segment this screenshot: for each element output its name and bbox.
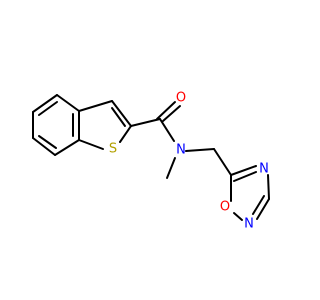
bond-benz-3	[32, 137, 56, 156]
bond-carbonyl-o-double	[162, 105, 181, 122]
atom-label-n-ring-top: N	[259, 162, 269, 177]
bond-c2-carbonyl	[130, 118, 161, 127]
bond-oxa-1-double	[233, 171, 257, 182]
bond-benz-6	[56, 94, 80, 112]
atom-label-n-amide: N	[176, 143, 186, 158]
bond-layer	[32, 94, 270, 221]
bond-n-ch2	[185, 148, 215, 152]
bond-carbonyl-o	[156, 101, 176, 120]
bond-thio-2-inner	[111, 107, 126, 127]
molecule-structure: S O N N O N	[0, 0, 300, 300]
bond-thio-3	[119, 125, 132, 143]
bond-benz-3-inner	[38, 135, 57, 149]
atom-label-n-ring-bottom: N	[244, 217, 254, 232]
bond-ch2-oxadiazole	[213, 148, 232, 176]
bond-benz-4	[54, 139, 80, 156]
atom-label-layer: S O N N O N	[109, 91, 269, 232]
canvas-background	[0, 0, 300, 300]
bond-benz-1	[32, 94, 58, 113]
bond-carbonyl-n	[159, 118, 175, 142]
bond-oxa-3	[256, 198, 270, 220]
atom-label-o-ring: O	[220, 200, 230, 215]
bond-thio-4	[78, 139, 104, 150]
atom-label-s: S	[109, 142, 117, 157]
bond-benz-1-inner	[38, 101, 58, 116]
bond-thio-1	[78, 100, 113, 112]
bond-n-methyl	[166, 157, 176, 179]
bond-thio-2	[111, 100, 132, 127]
bond-oxa-2	[267, 174, 270, 200]
bond-oxa-1	[230, 165, 257, 176]
atom-label-o-carbonyl: O	[176, 91, 186, 106]
bond-oxa-3-double	[252, 195, 265, 215]
bond-oxa-4	[233, 212, 243, 221]
